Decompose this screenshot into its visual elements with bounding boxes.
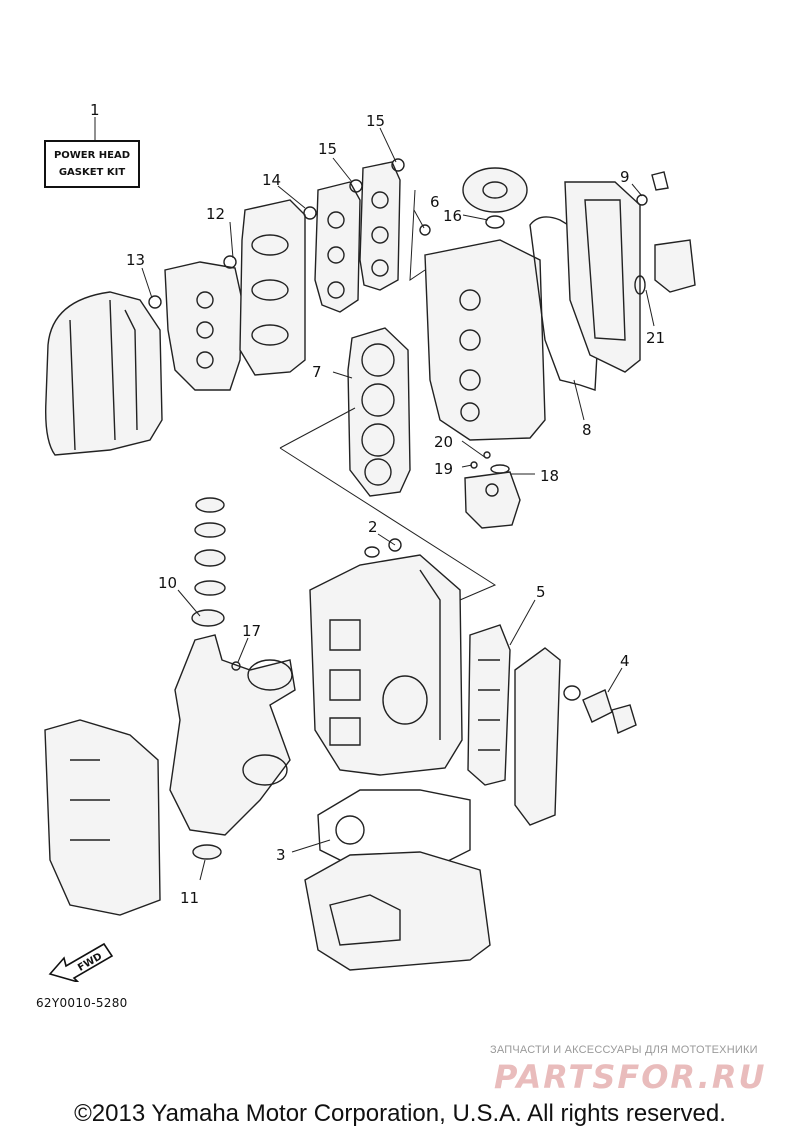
part-exhaust-gasket xyxy=(467,624,511,786)
part-head-cover xyxy=(529,171,669,391)
kit-line-1: POWER HEAD xyxy=(53,150,131,161)
part-manifold-gaskets xyxy=(314,158,405,313)
copyright-notice: ©2013 Yamaha Motor Corporation, U.S.A. A… xyxy=(74,1100,726,1127)
part-oil-pump xyxy=(464,451,521,529)
gasket-kit-label: POWER HEAD GASKET KIT xyxy=(44,140,140,188)
part-intake-cover xyxy=(45,291,163,456)
callout-16: 16 xyxy=(443,207,462,225)
part-thermostat xyxy=(582,689,637,734)
watermark-logo: PARTSFOR.RU xyxy=(494,1058,767,1096)
callout-labels: 1 2 3 4 5 6 7 8 9 10 11 12 13 14 15 15 1… xyxy=(90,101,665,907)
part-thermostat-cover xyxy=(634,239,696,295)
part-head-gasket xyxy=(347,327,411,497)
part-cylinder-head xyxy=(419,167,546,441)
part-intake-plate xyxy=(164,255,243,391)
watermark-tagline: ЗАПЧАСТИ И АКСЕССУАРЫ ДЛЯ МОТОТЕХНИКИ xyxy=(490,1044,758,1056)
callout-20: 20 xyxy=(434,433,453,451)
diagram-code: 62Y0010-5280 xyxy=(36,996,128,1010)
callout-2: 2 xyxy=(368,518,378,536)
part-intake-manifold xyxy=(239,199,317,376)
part-lower-casing xyxy=(304,851,491,971)
part-cylinder-block xyxy=(309,538,463,776)
part-crankcase xyxy=(44,719,161,916)
kit-line-2: GASKET KIT xyxy=(58,167,126,178)
callout-4: 4 xyxy=(620,652,630,670)
callout-11: 11 xyxy=(180,889,199,907)
callout-6: 6 xyxy=(430,193,440,211)
callout-19: 19 xyxy=(434,460,453,478)
callout-15b: 15 xyxy=(366,112,385,130)
callout-10: 10 xyxy=(158,574,177,592)
callout-7: 7 xyxy=(312,363,322,381)
callout-12: 12 xyxy=(206,205,225,223)
forward-arrow-icon: FWD xyxy=(48,942,114,982)
callout-21: 21 xyxy=(646,329,665,347)
callout-1: 1 xyxy=(90,101,100,119)
callout-5: 5 xyxy=(536,583,546,601)
callout-14: 14 xyxy=(262,171,281,189)
callout-15a: 15 xyxy=(318,140,337,158)
callout-8: 8 xyxy=(582,421,592,439)
callout-3: 3 xyxy=(276,846,286,864)
part-crankshaft xyxy=(169,497,296,860)
callout-9: 9 xyxy=(620,168,630,186)
part-base-gasket xyxy=(317,789,471,871)
leader-lines xyxy=(94,117,655,881)
part-exhaust-cover xyxy=(514,647,581,826)
callout-17: 17 xyxy=(242,622,261,640)
callout-13: 13 xyxy=(126,251,145,269)
callout-18: 18 xyxy=(540,467,559,485)
